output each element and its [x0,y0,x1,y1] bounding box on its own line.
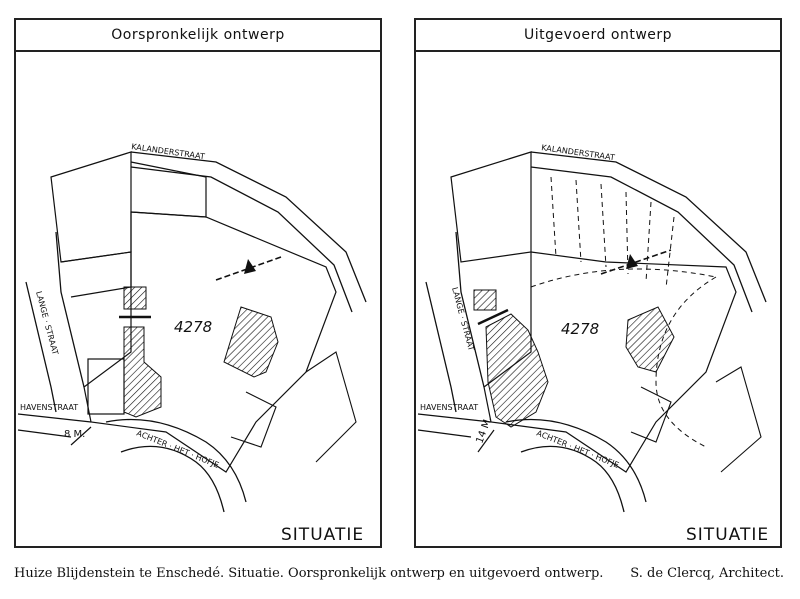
building-hatched [223,306,279,378]
label-width: 14 M. [474,415,494,445]
dimension-arrow [70,426,92,446]
street-edge [105,418,247,503]
parcel-outline [130,161,207,218]
label-kalanderstraat: KALANDERSTRAAT [131,142,206,161]
parcel-outline [305,351,357,463]
panel-title-bar: Oorspronkelijk ontwerp [16,20,380,52]
label-kalanderstraat: KALANDERSTRAAT [541,143,616,162]
street-edge [505,418,647,503]
panel-title: Uitgevoerd ontwerp [523,27,673,43]
street-edge [530,166,753,313]
label-achter-het-hofje: ACHTER · HET · HOFJE [135,429,220,470]
subdivision-lines [530,176,717,448]
parcel-outline [50,151,132,263]
north-arrow-icon [626,254,638,269]
street-edge [130,166,353,313]
dimension-arrow [477,429,495,453]
street-edge [520,445,625,513]
site-plan-original: KALANDERSTRAAT LANGE · STRAAT HAVENSTRAA… [17,142,367,545]
street-edge [530,151,767,303]
figure-caption: Huize Blijdenstein te Enschedé. Situatie… [14,566,604,581]
parcel-outline [230,391,277,448]
building-hatched [485,313,549,428]
outbuilding [87,358,125,415]
label-havenstraat: HAVENSTRAAT [20,403,78,412]
north-arrow-icon [244,259,256,274]
panel-executed-design: Uitgevoerd ontwerp [414,18,782,548]
architect-credit: S. de Clercq, Architect. [630,566,784,581]
parcel-outline [715,366,762,473]
street-edge [455,231,485,388]
street-edge [120,445,225,513]
parcel-outline [630,386,672,443]
street-edge [17,413,92,423]
street-edge [130,151,367,303]
building-hatched [625,306,675,373]
street-edge [417,429,472,438]
north-arrow-line [215,256,282,281]
street-edge [25,281,57,413]
label-situatie: SITUATIE [686,525,769,545]
street-edge [17,429,72,438]
label-width: 8 M. [64,429,85,440]
building-hatched [123,326,162,418]
label-situatie: SITUATIE [281,525,364,545]
north-arrow-line [600,249,672,275]
label-plot-number: 4278 [561,320,599,338]
parcel-outline [60,251,132,298]
label-havenstraat: HAVENSTRAAT [420,403,478,412]
label-lange-straat: LANGE · STRAAT [34,290,60,356]
building-hatched [473,289,497,311]
street-edge [425,281,457,413]
plot-outline [83,211,337,473]
panel-title-bar: Uitgevoerd ontwerp [416,20,780,52]
panel-title: Oorspronkelijk ontwerp [111,27,285,43]
label-lange-straat: LANGE · STRAAT [450,286,476,352]
label-plot-number: 4278 [174,318,212,336]
site-plan-executed: KALANDERSTRAAT LANGE · STRAAT HAVENSTRAA… [417,143,769,545]
label-achter-het-hofje: ACHTER · HET · HOFJE [535,429,620,470]
dimension-marker [477,308,509,326]
street-edge [55,231,85,388]
parcel-outline [450,151,532,263]
building-hatched [123,286,147,310]
street-edge [417,413,492,423]
panel-original-design: Oorspronkelijk ontwerp [14,18,382,548]
